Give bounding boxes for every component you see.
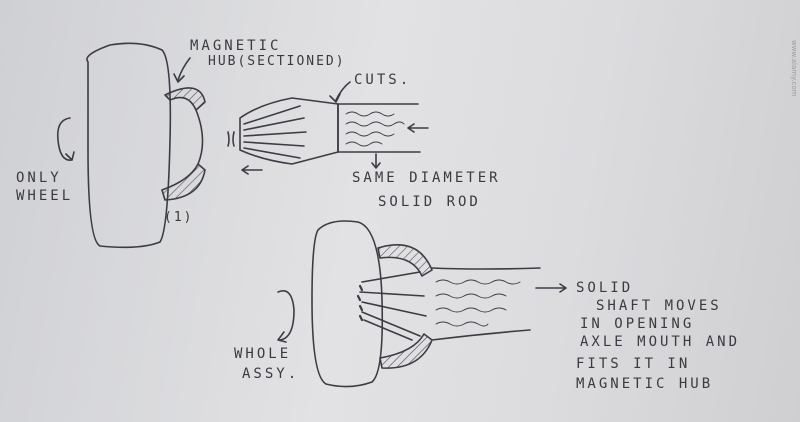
label-solid-rod: SOLID ROD [378,194,481,210]
label-axle-mouth: AXLE MOUTH AND [580,334,741,350]
label-shaft-moves: SHAFT MOVES [596,298,722,314]
label-fig-number: (1) [164,210,194,225]
arrow-shaft-moves [535,283,567,293]
rotation-arrow-2 [277,290,295,343]
rotation-arrow-1 [56,117,75,161]
rod-texture [345,111,405,147]
arrow-cone-left [241,165,263,175]
label-only: ONLY [16,170,62,186]
cone-tip [227,131,235,147]
cone-cut-lines [243,105,307,159]
wheel-1 [86,42,172,249]
solid-rod [337,103,421,153]
shaft-2-texture [435,279,521,327]
leader-magnetic-hub [177,57,191,81]
shaft-2 [431,267,541,341]
wheel-2 [311,220,384,388]
watermark: www.alamy.com [790,40,798,97]
cut-shaft-cone [239,97,339,165]
label-cuts: CUTS. [354,72,412,88]
label-hub-sectioned: HUB(SECTIONED) [208,54,346,69]
label-same-diameter: SAME DIAMETER [352,170,501,186]
magnetic-hub-1 [161,87,206,201]
label-magnetic-hub: MAGNETIC HUB [576,376,714,392]
label-magnetic: MAGNETIC [190,38,282,54]
leader-same-diameter [371,153,381,169]
label-whole: WHOLE [234,346,292,362]
leader-cuts [335,81,351,101]
label-fits-it-in: FITS IT IN [576,356,691,372]
label-assy: ASSY. [242,366,300,382]
label-wheel: WHEEL [16,188,74,204]
label-in-opening: IN OPENING [580,316,695,332]
shaft-2-fingers [356,271,427,341]
arrow-into-rod [407,123,429,133]
label-solid: SOLID [576,280,634,296]
